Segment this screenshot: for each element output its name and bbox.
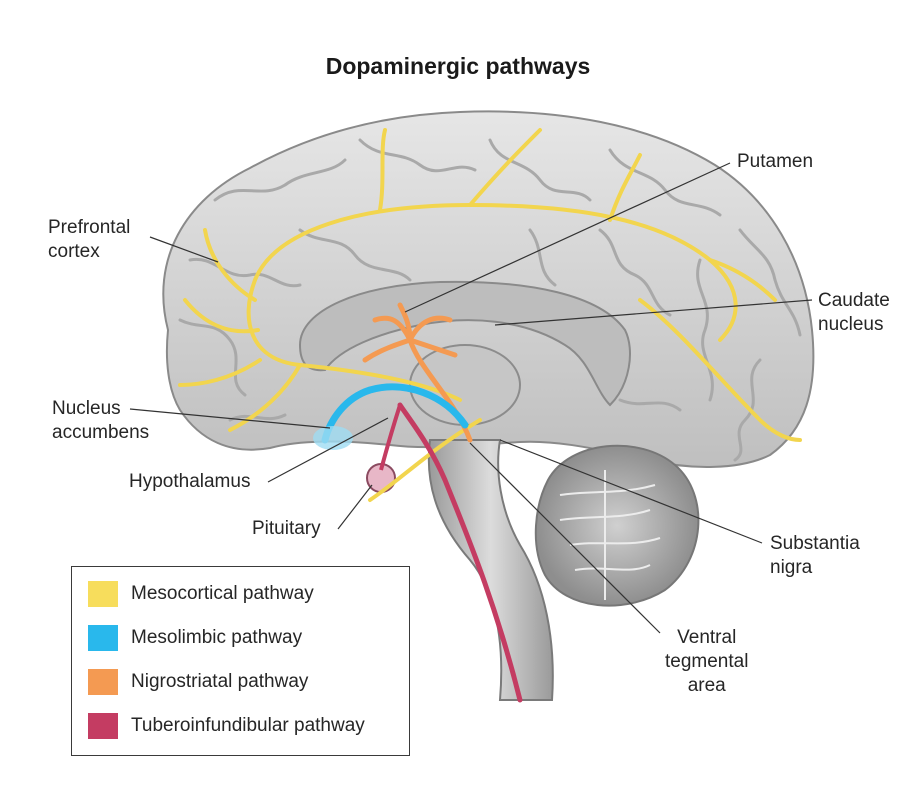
corpus-callosum [298, 280, 631, 407]
tuberoinfundibular-branch [379, 404, 402, 471]
legend-label: Tuberoinfundibular pathway [131, 715, 365, 736]
diagram-title: Dopaminergic pathways [325, 53, 591, 79]
nucleus-accumbens-region [313, 426, 353, 450]
label-ventral-tegmental-area: Ventral tegmental area [665, 627, 749, 696]
mesolimbic-pathway-line [321, 383, 469, 444]
leader-lines [129, 162, 813, 634]
legend: Mesocortical pathway Mesolimbic pathway … [71, 566, 410, 756]
legend-swatch [88, 669, 118, 695]
legend-item-nigrostriatal: Nigrostriatal pathway [88, 669, 308, 695]
label-caudate-nucleus: Caudate nucleus [818, 290, 890, 335]
legend-swatch [88, 581, 118, 607]
gyri-folds [178, 138, 802, 462]
label-putamen: Putamen [737, 151, 814, 172]
legend-item-mesocortical: Mesocortical pathway [88, 581, 314, 607]
legend-label: Mesolimbic pathway [131, 627, 303, 648]
brainstem [427, 439, 554, 701]
legend-label: Mesocortical pathway [131, 583, 314, 604]
legend-item-tuberoinfundibular: Tuberoinfundibular pathway [88, 713, 365, 739]
label-pituitary: Pituitary [252, 518, 321, 539]
label-nucleus-accumbens: Nucleus accumbens [52, 398, 150, 443]
thalamus [409, 344, 521, 426]
legend-label: Nigrostriatal pathway [131, 671, 309, 692]
label-prefrontal-cortex: Prefrontal cortex [48, 217, 131, 262]
label-substantia-nigra: Substantia nigra [770, 533, 860, 578]
legend-swatch [88, 625, 118, 651]
tuberoinfundibular-pathway-line [397, 402, 523, 703]
legend-item-mesolimbic: Mesolimbic pathway [88, 625, 302, 651]
label-hypothalamus: Hypothalamus [129, 471, 251, 492]
legend-swatch [88, 713, 118, 739]
cerebellum [534, 444, 700, 607]
mesocortical-pathway-lines [178, 128, 802, 502]
